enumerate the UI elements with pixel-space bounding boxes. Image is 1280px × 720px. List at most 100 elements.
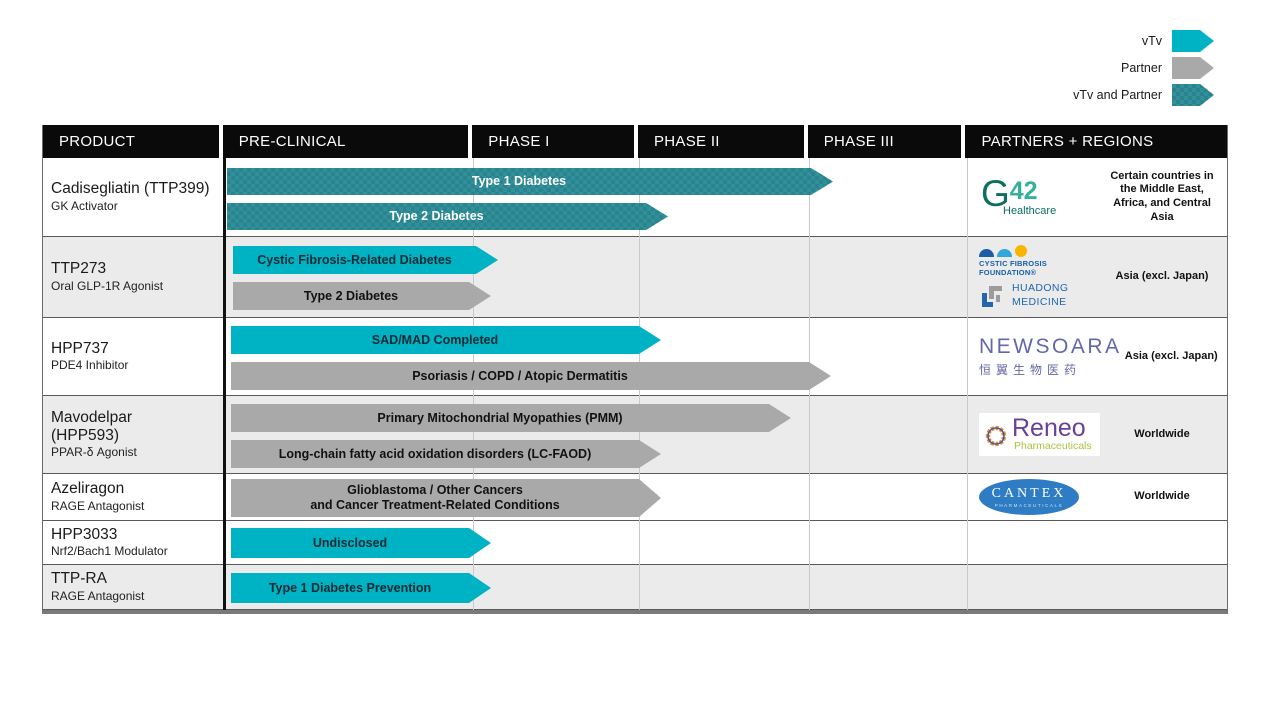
legend-label: vTv and Partner [1073,88,1162,102]
legend-label: vTv [1141,34,1162,48]
legend: vTv Partner vTv and Partner [1073,30,1214,106]
pipeline-row-ttp273: TTP273 Oral GLP-1R Agonist Cystic Fibros… [43,237,1227,318]
pipeline-bar: Type 1 Diabetes Prevention [231,573,491,603]
pipeline-table: PRODUCT PRE-CLINICAL PHASE I PHASE II PH… [42,125,1228,614]
product-name: Mavodelpar (HPP593) [51,408,132,444]
region-text: Worldwide [1134,490,1190,503]
pipeline-bar: Undisclosed [231,528,491,558]
huadong-logo-mark [982,285,1002,307]
pipeline-bar: Long-chain fatty acid oxidation disorder… [231,440,661,468]
logo-zone: G 42 Healthcare [979,173,1103,217]
newsoara-name: NEWSOARA [979,334,1122,358]
partner-cell: G 42 Healthcare Certain countries in the… [965,158,1227,236]
product-cell: HPP737 PDE4 Inhibitor [43,318,223,395]
legend-label: Partner [1121,61,1162,75]
table-body: Cadisegliatin (TTP399) GK Activator Type… [43,158,1227,610]
product-name: Azeliragon [51,480,125,498]
header-phase-1: PHASE I [472,125,638,158]
header-phase-2: PHASE II [638,125,808,158]
region-text: Certain countries in the Middle East, Af… [1110,169,1214,223]
pipeline-row-hpp737: HPP737 PDE4 Inhibitor SAD/MAD Completed … [43,318,1227,396]
partner-cell: Reneo Pharmaceuticals Worldwide [965,396,1227,473]
reneo-sub: Pharmaceuticals [1014,439,1092,452]
partner-cell: CANTEX PHARMACEUTICALS Worldwide [965,474,1227,520]
legend-item-vtv: vTv [1073,30,1214,52]
cantex-name: CANTEX [991,485,1067,501]
product-name: TTP-RA [51,570,107,588]
pipeline-bar: Primary Mitochondrial Myopathies (PMM) [231,404,791,432]
partner-cell: CYSTIC FIBROSIS FOUNDATION® HUADONG [965,237,1227,317]
product-mechanism: Oral GLP-1R Agonist [51,278,164,293]
header-pre-clinical: PRE-CLINICAL [222,125,473,158]
cantex-sub: PHARMACEUTICALS [994,502,1064,508]
product-mechanism: RAGE Antagonist [51,498,145,513]
product-cell: Azeliragon RAGE Antagonist [43,474,223,520]
product-mechanism: Nrf2/Bach1 Modulator [51,544,168,559]
reneo-text: Reneo Pharmaceuticals [1012,414,1092,452]
partner-cell [965,565,1227,609]
huadong-text-line1: HUADONG [1012,281,1069,294]
cff-dot-yellow [1015,244,1027,257]
pipeline-row-azeliragon: Azeliragon RAGE Antagonist Glioblastoma … [43,474,1227,521]
product-column-divider [223,158,226,610]
pipeline-bar: Type 2 Diabetes [233,282,491,310]
pipeline-bar: Psoriasis / COPD / Atopic Dermatitis [231,362,831,390]
product-mechanism: PDE4 Inhibitor [51,358,129,373]
pipeline-row-cadisegliatin: Cadisegliatin (TTP399) GK Activator Type… [43,158,1227,237]
vtv-and-partner-arrow-icon [1172,84,1214,106]
product-mechanism: RAGE Antagonist [51,588,145,603]
product-name: TTP273 [51,260,107,278]
table-header: PRODUCT PRE-CLINICAL PHASE I PHASE II PH… [43,125,1227,158]
logo-zone: CYSTIC FIBROSIS FOUNDATION® HUADONG [979,244,1103,309]
product-mechanism: PPAR-δ Agonist [51,445,137,460]
region-text: Asia (excl. Japan) [1124,349,1218,362]
newsoara-chinese-name: 恒翼生物医药 [979,363,1082,378]
g42-letter: G [981,173,1010,215]
logo-zone: Reneo Pharmaceuticals [979,413,1103,456]
reneo-coil-icon [985,425,1007,446]
cff-arch-dark [979,248,994,257]
logo-zone: NEWSOARA 恒翼生物医药 [979,335,1122,378]
product-name: HPP3033 [51,525,118,543]
product-mechanism: GK Activator [51,198,118,213]
cff-arch-light [997,248,1012,257]
reneo-pharmaceuticals-logo: Reneo Pharmaceuticals [979,413,1100,456]
pipeline-bar: Type 2 Diabetes [227,203,668,230]
pipeline-row-hpp3033: HPP3033 Nrf2/Bach1 Modulator Undisclosed [43,521,1227,565]
logo-zone: CANTEX PHARMACEUTICALS [979,479,1103,515]
reneo-name: Reneo [1012,414,1086,443]
product-cell: Mavodelpar (HPP593) PPAR-δ Agonist [43,396,223,473]
vtv-arrow-icon [1172,30,1214,52]
g42-number: 42 [1009,177,1038,206]
cantex-pharmaceuticals-logo: CANTEX PHARMACEUTICALS [979,479,1079,515]
pipeline-row-mavodelpar: Mavodelpar (HPP593) PPAR-δ Agonist Prima… [43,396,1227,474]
pipeline-bar: Cystic Fibrosis-Related Diabetes [233,246,498,274]
pipeline-bar: Glioblastoma / Other Cancers and Cancer … [231,479,661,517]
huadong-text: HUADONG MEDICINE [1012,282,1068,309]
product-name: Cadisegliatin (TTP399) [51,180,210,198]
product-cell: TTP-RA RAGE Antagonist [43,565,223,609]
g42-logo-mark: G 42 [981,173,1056,215]
product-cell: HPP3033 Nrf2/Bach1 Modulator [43,521,223,564]
newsoara-logo: NEWSOARA 恒翼生物医药 [979,335,1122,378]
huadong-text-line2: MEDICINE [1012,295,1067,308]
partner-cell [965,521,1227,564]
partners-gridline [967,158,968,610]
g42-healthcare-logo: G 42 Healthcare [979,173,1057,217]
pipeline-bar: SAD/MAD Completed [231,326,661,354]
cff-text-line2: FOUNDATION® [979,267,1037,277]
product-name: HPP737 [51,339,109,357]
partner-arrow-icon [1172,57,1214,79]
cystic-fibrosis-foundation-logo: CYSTIC FIBROSIS FOUNDATION® [979,244,1047,277]
region-text: Worldwide [1134,427,1190,440]
legend-item-partner: Partner [1073,57,1214,79]
partner-cell: NEWSOARA 恒翼生物医药 Asia (excl. Japan) [965,318,1227,395]
cff-logo-mark [979,244,1047,257]
header-product: PRODUCT [43,125,223,158]
g42-word: Healthcare [1003,204,1057,217]
product-cell: Cadisegliatin (TTP399) GK Activator [43,158,223,236]
region-text: Asia (excl. Japan) [1115,270,1209,283]
legend-item-vtv-and-partner: vTv and Partner [1073,84,1214,106]
header-phase-3: PHASE III [807,125,966,158]
huadong-medicine-logo: HUADONG MEDICINE [979,282,1068,309]
